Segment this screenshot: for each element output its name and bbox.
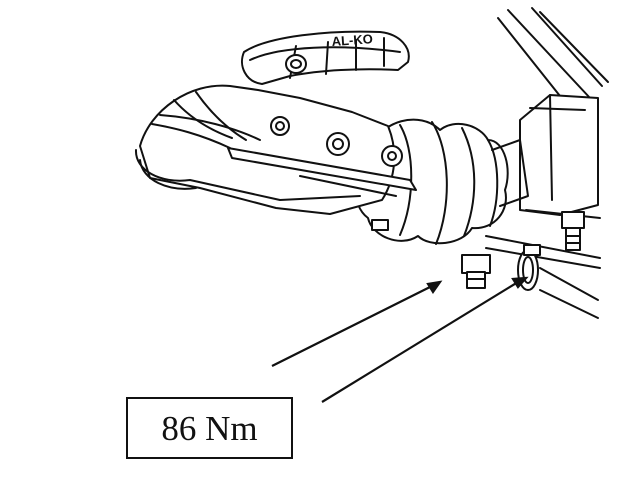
leader-arrow-lower (321, 281, 519, 403)
torque-value: 86 Nm (161, 408, 258, 448)
arrowhead-lower (511, 276, 529, 289)
coupling-handle (241, 30, 410, 85)
coupling-head (134, 84, 396, 215)
arrowhead-upper (426, 280, 443, 294)
frame-bracket (485, 94, 601, 319)
leader-arrow-upper (271, 285, 433, 367)
leader-arrows (271, 276, 529, 403)
bolt-left (461, 254, 491, 289)
shaft-bar (227, 147, 417, 197)
torque-label-box: 86 Nm (126, 397, 293, 459)
frame-rails (497, 7, 609, 99)
coupling-bolts (270, 116, 403, 231)
bolt-right (561, 211, 585, 251)
lock-button (285, 54, 307, 74)
brand-logo: AL-KO (331, 31, 373, 49)
